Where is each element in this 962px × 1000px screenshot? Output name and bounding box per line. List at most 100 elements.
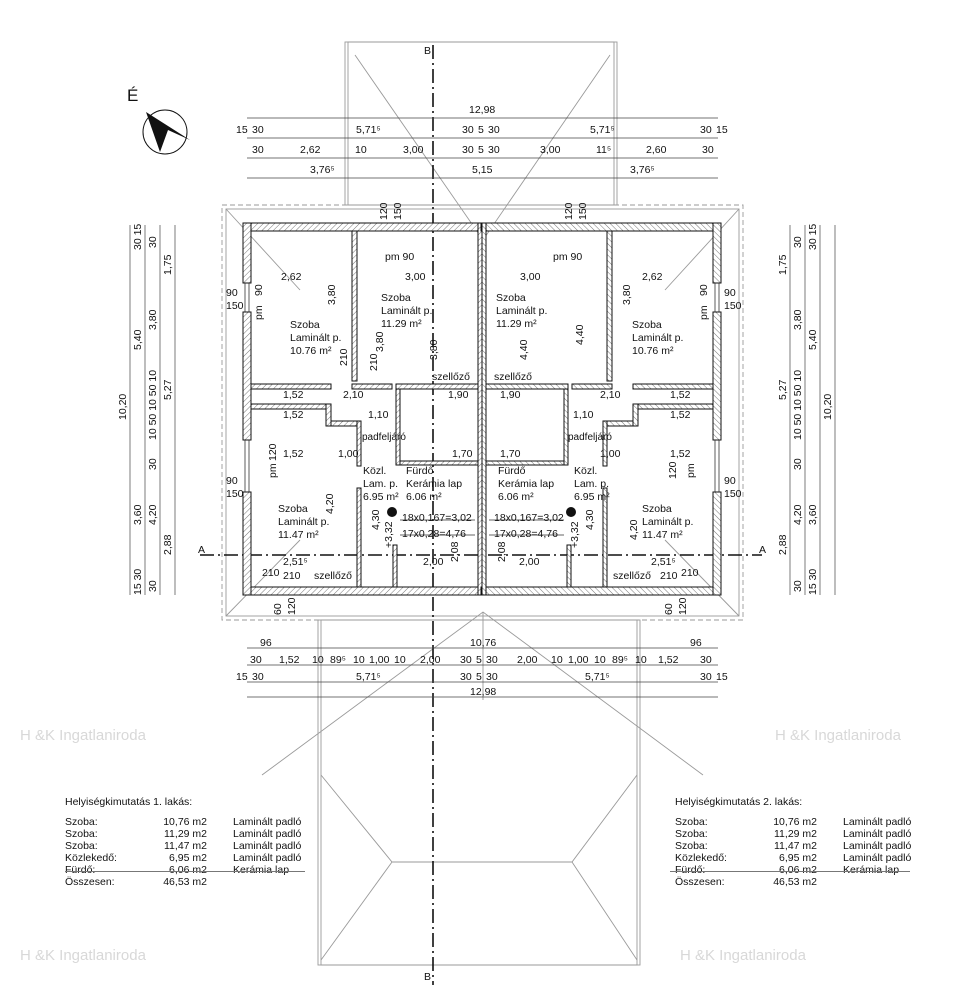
dimension-label: 11⁵ (596, 144, 611, 156)
dimension-label: 30 (700, 671, 712, 683)
dimension-label: 10 (353, 654, 365, 666)
dimension-label: 30 (252, 124, 264, 136)
room-floor: Laminált p. (290, 332, 341, 344)
level-marker-icon (387, 507, 397, 517)
room-floor: Laminált p. (632, 332, 683, 344)
dimension-label: 3,80 (147, 309, 159, 330)
room-type: Szoba: (675, 840, 708, 852)
room-type: Szoba: (65, 840, 98, 852)
dimension-label: 150 (392, 202, 404, 220)
dimension-label: 90 (724, 287, 736, 299)
room-area: 6,06 m2 (169, 864, 207, 876)
room-name: Fürdő (406, 465, 434, 477)
north-arrow-icon (142, 109, 190, 155)
dimension-label: 10 (551, 654, 563, 666)
dimension-label: 4,20 (147, 504, 159, 525)
dimension-label: 10 (635, 654, 647, 666)
dimension-label: 2,00 (517, 654, 538, 666)
dimension-label: 30 (488, 124, 500, 136)
dimension-label: 5,71⁵ (356, 124, 381, 136)
dimension-label: 1,52 (670, 389, 691, 401)
dimension-label: 210 (262, 567, 280, 579)
dimension-label: 30 (147, 458, 159, 470)
dimension-label: pm 90 (553, 251, 582, 263)
dimension-label: 4,20 (324, 493, 336, 514)
total-area: 46,53 m2 (773, 876, 817, 888)
room-type: Szoba: (65, 816, 98, 828)
dimension-label: 1,52 (670, 409, 691, 421)
vent-label: szellőző (613, 570, 651, 582)
dimension-label: 1,52 (658, 654, 679, 666)
dimension-label: 1,10 (368, 409, 389, 421)
schedule-total-row: Összesen:46,53 m2 (65, 876, 301, 888)
section-marker-b-top: B (424, 45, 431, 57)
dimension-label: 12,98 (470, 686, 496, 698)
dimension-label: 3,80 (621, 284, 633, 305)
room-area: 6,95 m2 (779, 852, 817, 864)
dimension-label: 3,76⁵ (630, 164, 655, 176)
dimension-label: 4,20 (792, 504, 804, 525)
dimension-label: 120 (563, 202, 575, 220)
dimension-label: 10 (355, 144, 367, 156)
dimension-label: 5,71⁵ (585, 671, 610, 683)
room-schedule-unit-2: Helyiségkimutatás 2. lakás: Szoba:10,76 … (670, 796, 912, 888)
dimension-label: 30 (486, 654, 498, 666)
floor-finish: Laminált padló (233, 840, 302, 852)
room-name: Közl. (574, 465, 597, 477)
dimension-label: 15 (236, 671, 248, 683)
room-floor: Laminált p. (278, 516, 329, 528)
dimension-label: 10,20 (117, 394, 129, 420)
floor-finish: Kerámia lap (843, 864, 900, 876)
dimension-label: 5,27 (162, 379, 174, 400)
dimension-label: 90 (724, 475, 736, 487)
dimension-label: pm (698, 305, 710, 320)
watermark-text: H &K Ingatlaniroda (680, 947, 807, 964)
platform-label: padfeljáró (362, 432, 406, 443)
room-area: 11.29 m² (381, 318, 422, 330)
dimension-label: 150 (226, 300, 244, 312)
dimension-label: 89⁵ (330, 654, 346, 666)
room-area: 10,76 m2 (773, 816, 817, 828)
dimension-label: 1,52 (283, 389, 304, 401)
dimension-label: 30 (702, 144, 714, 156)
room-floor: Lam. p. (363, 478, 398, 490)
dimension-label: 15 (236, 124, 248, 136)
room-name: Szoba (642, 503, 672, 515)
vent-label: szellőző (494, 371, 532, 383)
dimension-label: 1,70 (452, 448, 473, 460)
dimension-label: 1,70 (500, 448, 521, 460)
dimension-label: 2,88 (777, 534, 789, 555)
room-area: 6.06 m² (406, 491, 442, 503)
dimension-label: 120 (677, 597, 689, 615)
dimension-lines (129, 117, 836, 698)
roof-outline (221, 41, 744, 966)
room-type: Fürdő: (65, 864, 96, 876)
dimension-label: 3,00 (403, 144, 424, 156)
dimension-label: 210 (660, 570, 678, 582)
dimension-label: 120 (267, 443, 279, 461)
room-area: 6,95 m2 (169, 852, 207, 864)
dimension-label: 30 (460, 671, 472, 683)
dimension-label: 30 (488, 144, 500, 156)
room-name: Szoba (496, 292, 526, 304)
stair-spec: 17x0,28=4,76 (494, 528, 558, 540)
floor-finish: Laminált padló (843, 840, 912, 852)
dimension-label: 12,98 (469, 104, 495, 116)
dimension-label: 4,40 (518, 339, 530, 360)
dimension-label: 2,00 (519, 556, 540, 568)
dimension-label: 1,10 (573, 409, 594, 421)
dimension-label: 10 50 10 50 10 (147, 370, 159, 440)
dimension-label: 10 (594, 654, 606, 666)
schedule-title: Helyiségkimutatás 2. lakás: (675, 796, 803, 808)
dimension-label: 150 (724, 300, 742, 312)
dimension-label: 150 (226, 488, 244, 500)
